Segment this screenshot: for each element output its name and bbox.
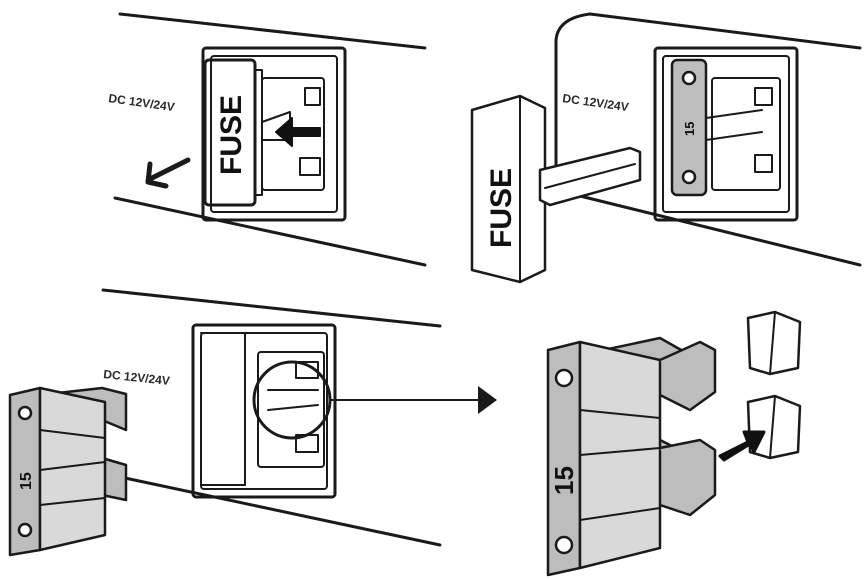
device-edge-bottom	[578, 194, 862, 267]
voltage-label: DC 12V/24V	[108, 91, 176, 114]
fuse-slot	[261, 77, 325, 191]
voltage-label: DC 12V/24V	[103, 367, 171, 388]
fuse-slot	[257, 351, 325, 468]
fuse-rating: 15	[549, 466, 579, 495]
zoom-circle	[252, 360, 332, 440]
fuse-rating: 15	[682, 122, 697, 136]
device-edge-top	[101, 288, 442, 328]
device-edge-bottom	[123, 476, 442, 547]
panel-cover-removed: 15 FUSE DC 12V/24V	[470, 12, 862, 284]
voltage-label: DC 12V/24V	[562, 91, 630, 114]
device-edge-top	[588, 12, 862, 50]
pull-arrow-icon	[149, 157, 191, 181]
device-edge-top	[118, 12, 427, 50]
fuse-cover-label: FUSE	[215, 95, 248, 175]
fuse-bay-frame	[653, 46, 799, 222]
fuse-cover-label: FUSE	[485, 168, 518, 248]
panel-remove-fuse-cover: FUSE DC 12V/24V	[108, 12, 427, 267]
panel-fuse-extracted: 15 DC 12V/24V	[8, 288, 497, 557]
device-edge-bottom	[113, 196, 427, 267]
panel-fuse-detail: 15	[546, 310, 802, 577]
insert-arrow-icon	[718, 430, 766, 462]
fuse-rating: 15	[18, 472, 35, 490]
fuse-cover	[203, 58, 257, 207]
fuse-blade	[670, 58, 708, 197]
fuse-slot	[711, 77, 781, 191]
fuse-bay-frame	[201, 46, 347, 222]
push-arrow-icon	[275, 117, 321, 147]
fuse-bay-frame	[191, 323, 337, 499]
zoom-arrow-icon	[478, 386, 497, 414]
